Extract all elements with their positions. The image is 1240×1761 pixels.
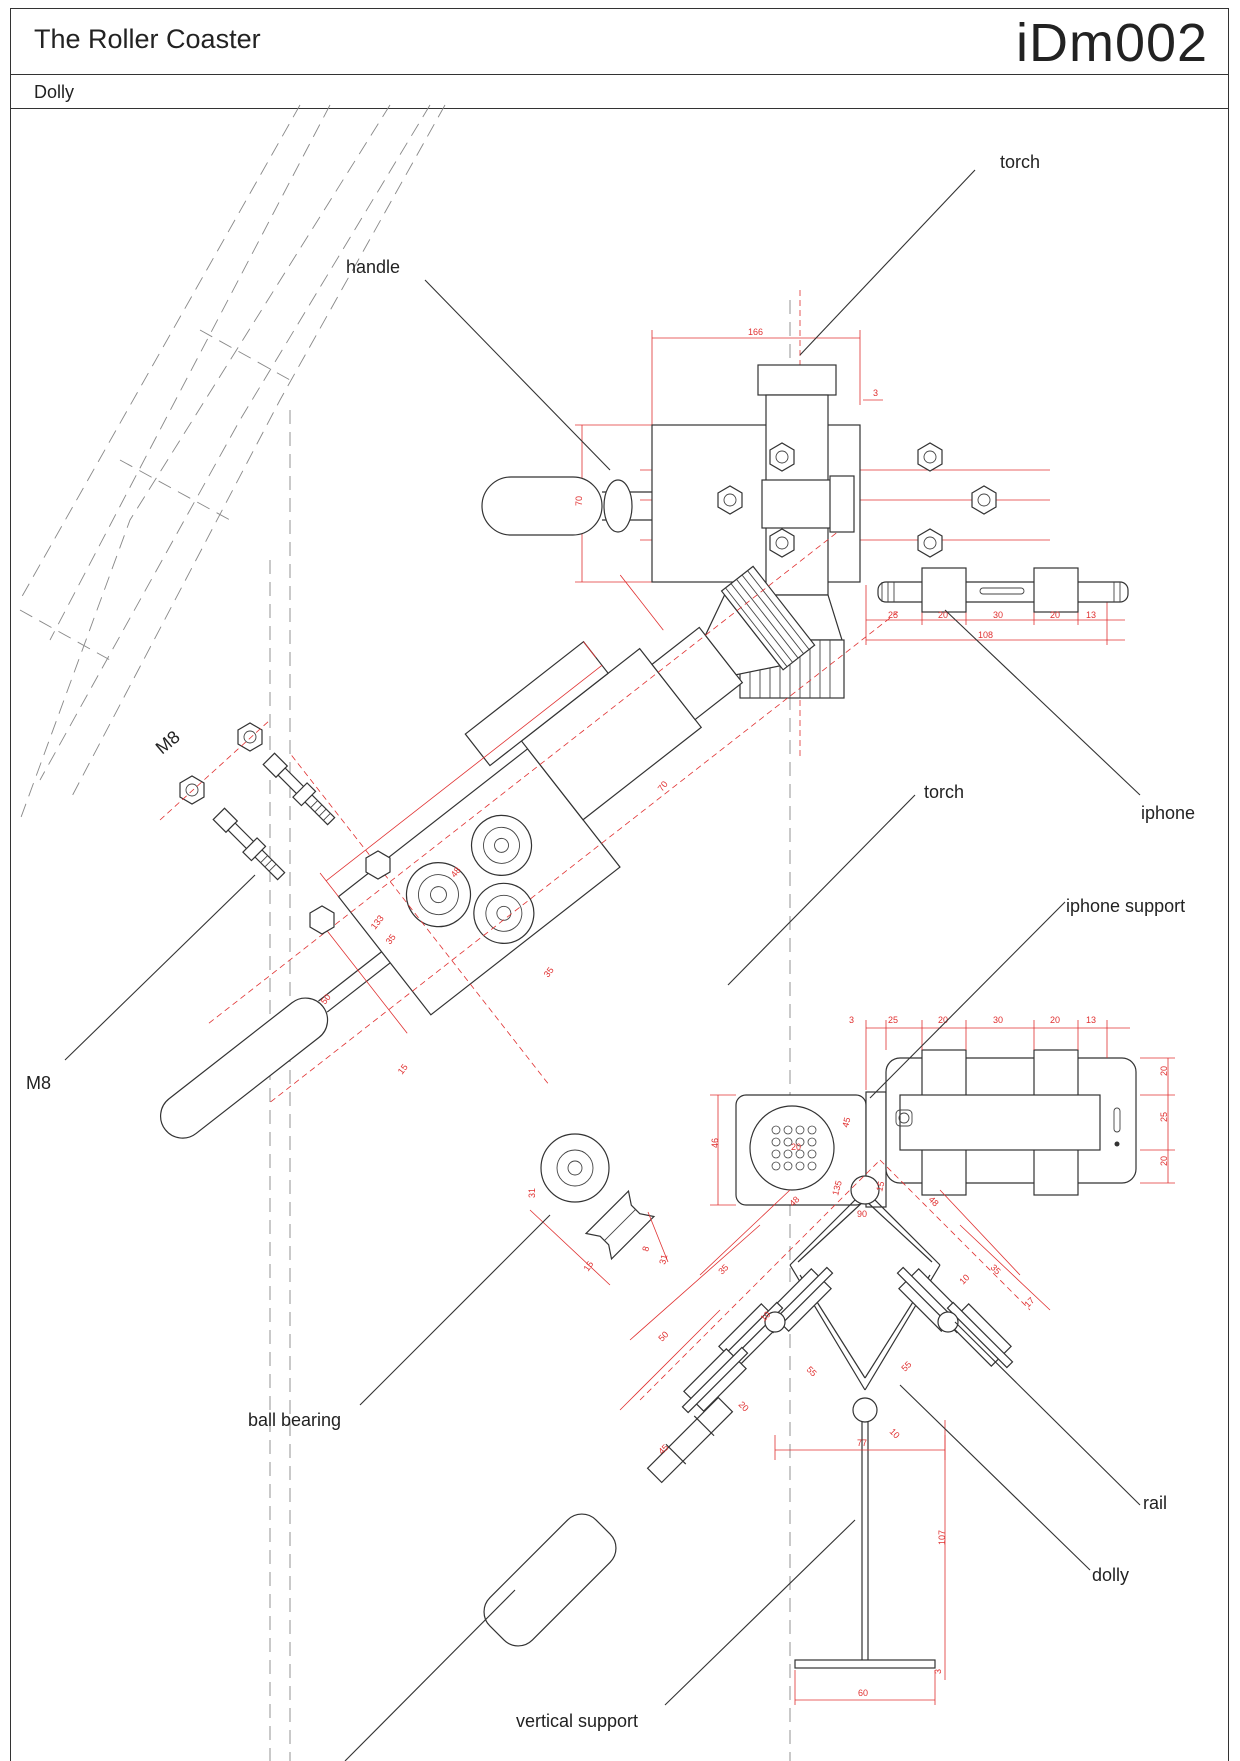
callout-dolly: dolly	[1092, 1565, 1129, 1585]
ball-bearing-detail: 31 8 31 15	[527, 1133, 670, 1286]
dim-top-height: 70	[574, 496, 584, 506]
dim-dolly-35b: 35	[989, 1262, 1003, 1276]
callout-iphone: iphone	[1141, 803, 1195, 823]
dim-dolly-15: 15	[874, 1180, 886, 1192]
callout-handle: handle	[346, 257, 400, 277]
dim-dolly-48b: 48	[927, 1194, 941, 1208]
dim-side-20: 20	[791, 1142, 801, 1152]
drawing-code: iDm002	[1016, 13, 1209, 73]
dim-dolly-35a: 35	[716, 1262, 730, 1276]
dim-vs-60: 60	[858, 1688, 868, 1698]
callout-leaders	[64, 169, 1141, 1761]
dim-dolly-77: 77	[857, 1438, 867, 1448]
dim-iso-15: 15	[396, 1062, 410, 1076]
dim-side-chain-2: 25	[888, 1015, 898, 1025]
callout-ball-bearing: ball bearing	[248, 1410, 341, 1430]
callout-m8: M8	[26, 1073, 51, 1093]
dim-iso-48: 48	[449, 865, 463, 879]
dim-top-gap: 3	[873, 388, 878, 398]
dim-vs-107: 107	[937, 1530, 947, 1545]
dim-top-total: 108	[978, 630, 993, 640]
dim-side-chain-3: 20	[938, 1015, 948, 1025]
dim-bearing-31b: 31	[657, 1253, 669, 1265]
callout-rail: rail	[1143, 1493, 1167, 1513]
dim-bearing-8: 8	[640, 1245, 651, 1252]
dim-side-right-3: 20	[1159, 1156, 1169, 1166]
dim-dolly-135: 135	[830, 1179, 844, 1196]
dim-iso-35a: 35	[384, 932, 398, 946]
dim-iso-35b: 35	[542, 965, 556, 979]
project-title: The Roller Coaster	[34, 24, 261, 54]
dim-side-chain-5: 20	[1050, 1015, 1060, 1025]
callout-iphone-support: iphone support	[1066, 896, 1185, 916]
drawing-frame	[10, 108, 1229, 1761]
callout-torch-top: torch	[1000, 152, 1040, 172]
iphone-support-side-view: 3 25 20 30 20 13 20 25 20 46 45 20	[710, 1015, 1175, 1208]
dim-top-chain-4: 20	[1050, 610, 1060, 620]
dim-dolly-20: 20	[737, 1399, 751, 1413]
dim-bearing-15: 15	[581, 1259, 595, 1273]
dim-top-chain-1: 25	[888, 610, 898, 620]
sheet-subtitle: Dolly	[34, 82, 75, 102]
isometric-assembly	[159, 530, 902, 1139]
dim-top-chain-3: 30	[993, 610, 1003, 620]
dim-top-chain-2: 20	[938, 610, 948, 620]
dim-vs-3: 3	[933, 1669, 943, 1674]
dim-top-width: 166	[748, 327, 763, 337]
dim-dolly-90: 90	[857, 1209, 867, 1219]
dim-iso-50: 50	[319, 992, 333, 1006]
dim-bearing-31: 31	[527, 1188, 537, 1198]
subtitle-divider	[10, 74, 1229, 75]
m8-big-label: M8	[152, 727, 184, 758]
dolly-front-view: 135 90 15 48 48 35 35 10 17 50 55 55 10 …	[483, 1159, 1051, 1705]
dim-side-46: 46	[710, 1138, 720, 1148]
top-view-assembly: 166 3 70 25 20 30 20 13 108	[481, 290, 1129, 760]
dim-top-chain-5: 13	[1086, 610, 1096, 620]
dim-dolly-55a: 55	[805, 1364, 819, 1378]
dim-side-right-1: 20	[1159, 1066, 1169, 1076]
dim-dolly-10a: 10	[957, 1272, 971, 1286]
callout-vertical-support: vertical support	[516, 1711, 638, 1731]
callout-torch-mid: torch	[924, 782, 964, 802]
dim-side-chain-6: 13	[1086, 1015, 1096, 1025]
dim-iso-70: 70	[656, 779, 670, 793]
dim-side-chain-1: 3	[849, 1015, 854, 1025]
dim-dolly-55b: 55	[899, 1359, 913, 1373]
dim-dolly-10b: 10	[888, 1426, 902, 1440]
dim-dolly-50: 50	[656, 1329, 670, 1343]
dim-side-right-2: 25	[1159, 1112, 1169, 1122]
dim-side-45: 45	[840, 1116, 852, 1128]
dim-dolly-17: 17	[1022, 1295, 1036, 1309]
dim-side-chain-4: 30	[993, 1015, 1003, 1025]
